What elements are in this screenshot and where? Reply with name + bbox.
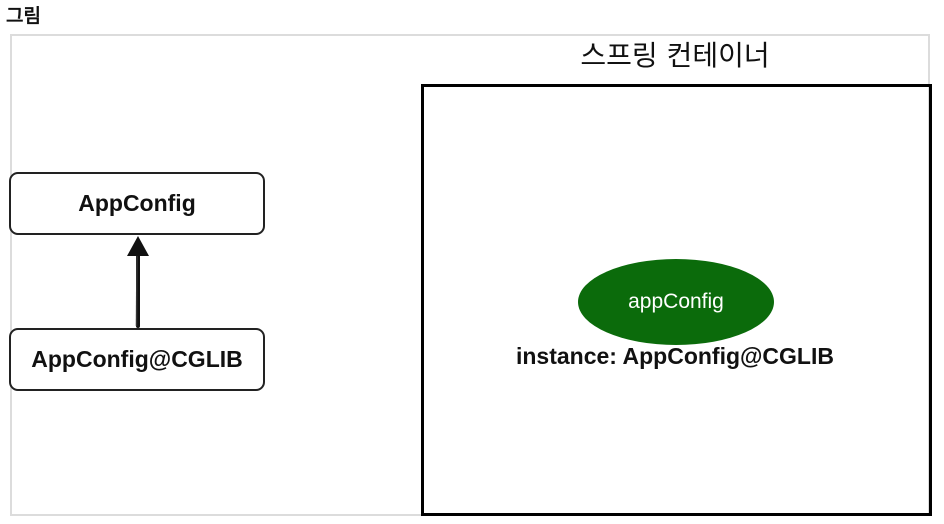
appconfig-cglib-class-box: AppConfig@CGLIB	[9, 328, 265, 391]
appconfig-class-label: AppConfig	[78, 190, 196, 216]
inheritance-arrow-shaft-stroke	[135, 253, 138, 327]
bean-instance-label: instance: AppConfig@CGLIB	[515, 343, 834, 369]
appconfig-cglib-class-label: AppConfig@CGLIB	[31, 346, 243, 372]
appconfig-bean-label: appConfig	[628, 290, 724, 313]
inheritance-arrow-head	[127, 236, 149, 256]
spring-container-title: 스프링 컨테이너	[580, 39, 770, 72]
appconfig-class-box: AppConfig	[9, 172, 265, 235]
appconfig-bean-ellipse: appConfig	[578, 259, 774, 345]
inheritance-arrow	[127, 236, 149, 328]
figure-caption: 그림	[6, 5, 41, 27]
spring-container-box	[421, 84, 932, 516]
